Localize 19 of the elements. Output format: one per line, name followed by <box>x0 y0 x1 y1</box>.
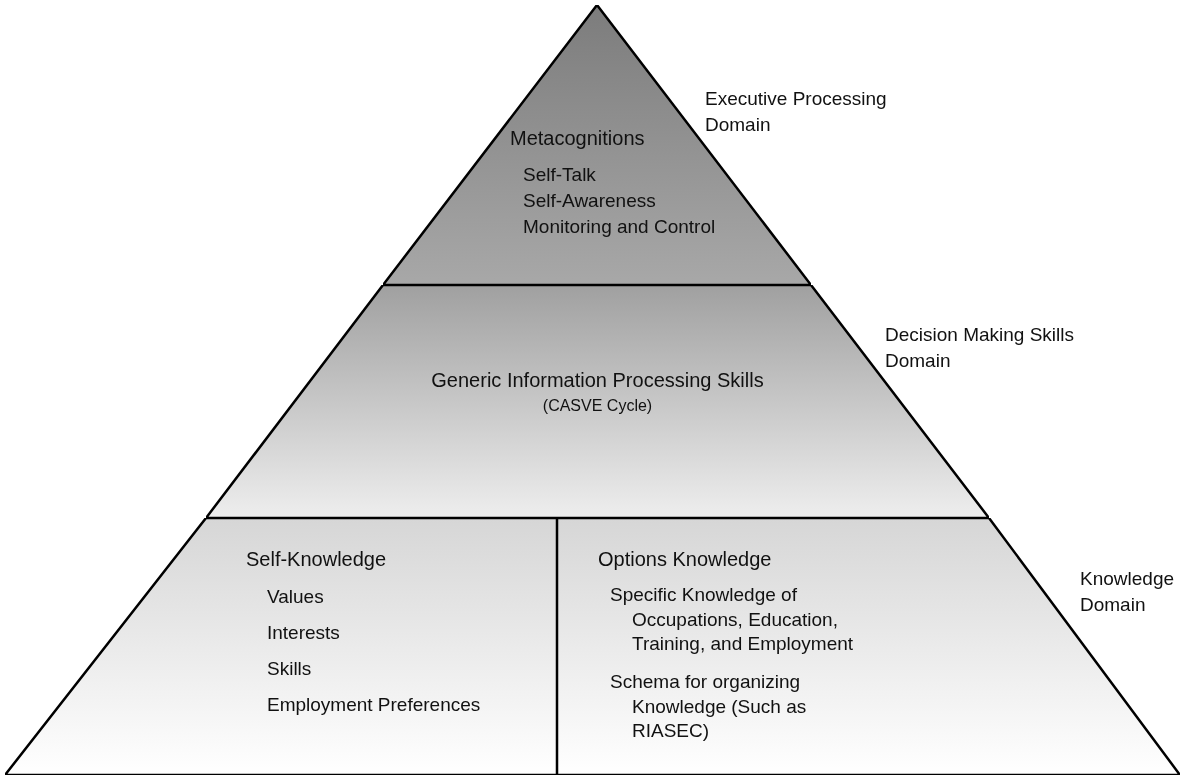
tier-heading: Self-Knowledge <box>246 547 387 572</box>
tier-item: Schema for organizing Knowledge (Such as RIASEC) <box>610 670 808 744</box>
domain-label: Decision Making Skills Domain <box>885 323 1075 373</box>
tier-item: Values <box>267 585 324 609</box>
domain-label: Executive Processing Domain <box>705 87 888 137</box>
tier-item: Self-Talk <box>523 163 596 187</box>
tier-item: Self-Awareness <box>523 189 656 213</box>
tier-item: Employment Preferences <box>267 693 481 717</box>
domain-label: Knowledge Domain <box>1080 567 1176 617</box>
tier-item: Interests <box>267 621 340 645</box>
tier-item: (CASVE Cycle) <box>541 396 654 416</box>
tier-item: Specific Knowledge of Occupations, Education, Training, and Employment <box>610 583 855 657</box>
pyramid-tier <box>5 518 557 775</box>
tier-heading: Metacognitions <box>510 126 645 151</box>
tier-heading: Options Knowledge <box>598 547 772 572</box>
tier-heading: Generic Information Processing Skills <box>430 368 765 393</box>
tier-item: Skills <box>267 657 312 681</box>
tier-item: Monitoring and Control <box>523 215 716 239</box>
pyramid-tier <box>557 518 1180 775</box>
